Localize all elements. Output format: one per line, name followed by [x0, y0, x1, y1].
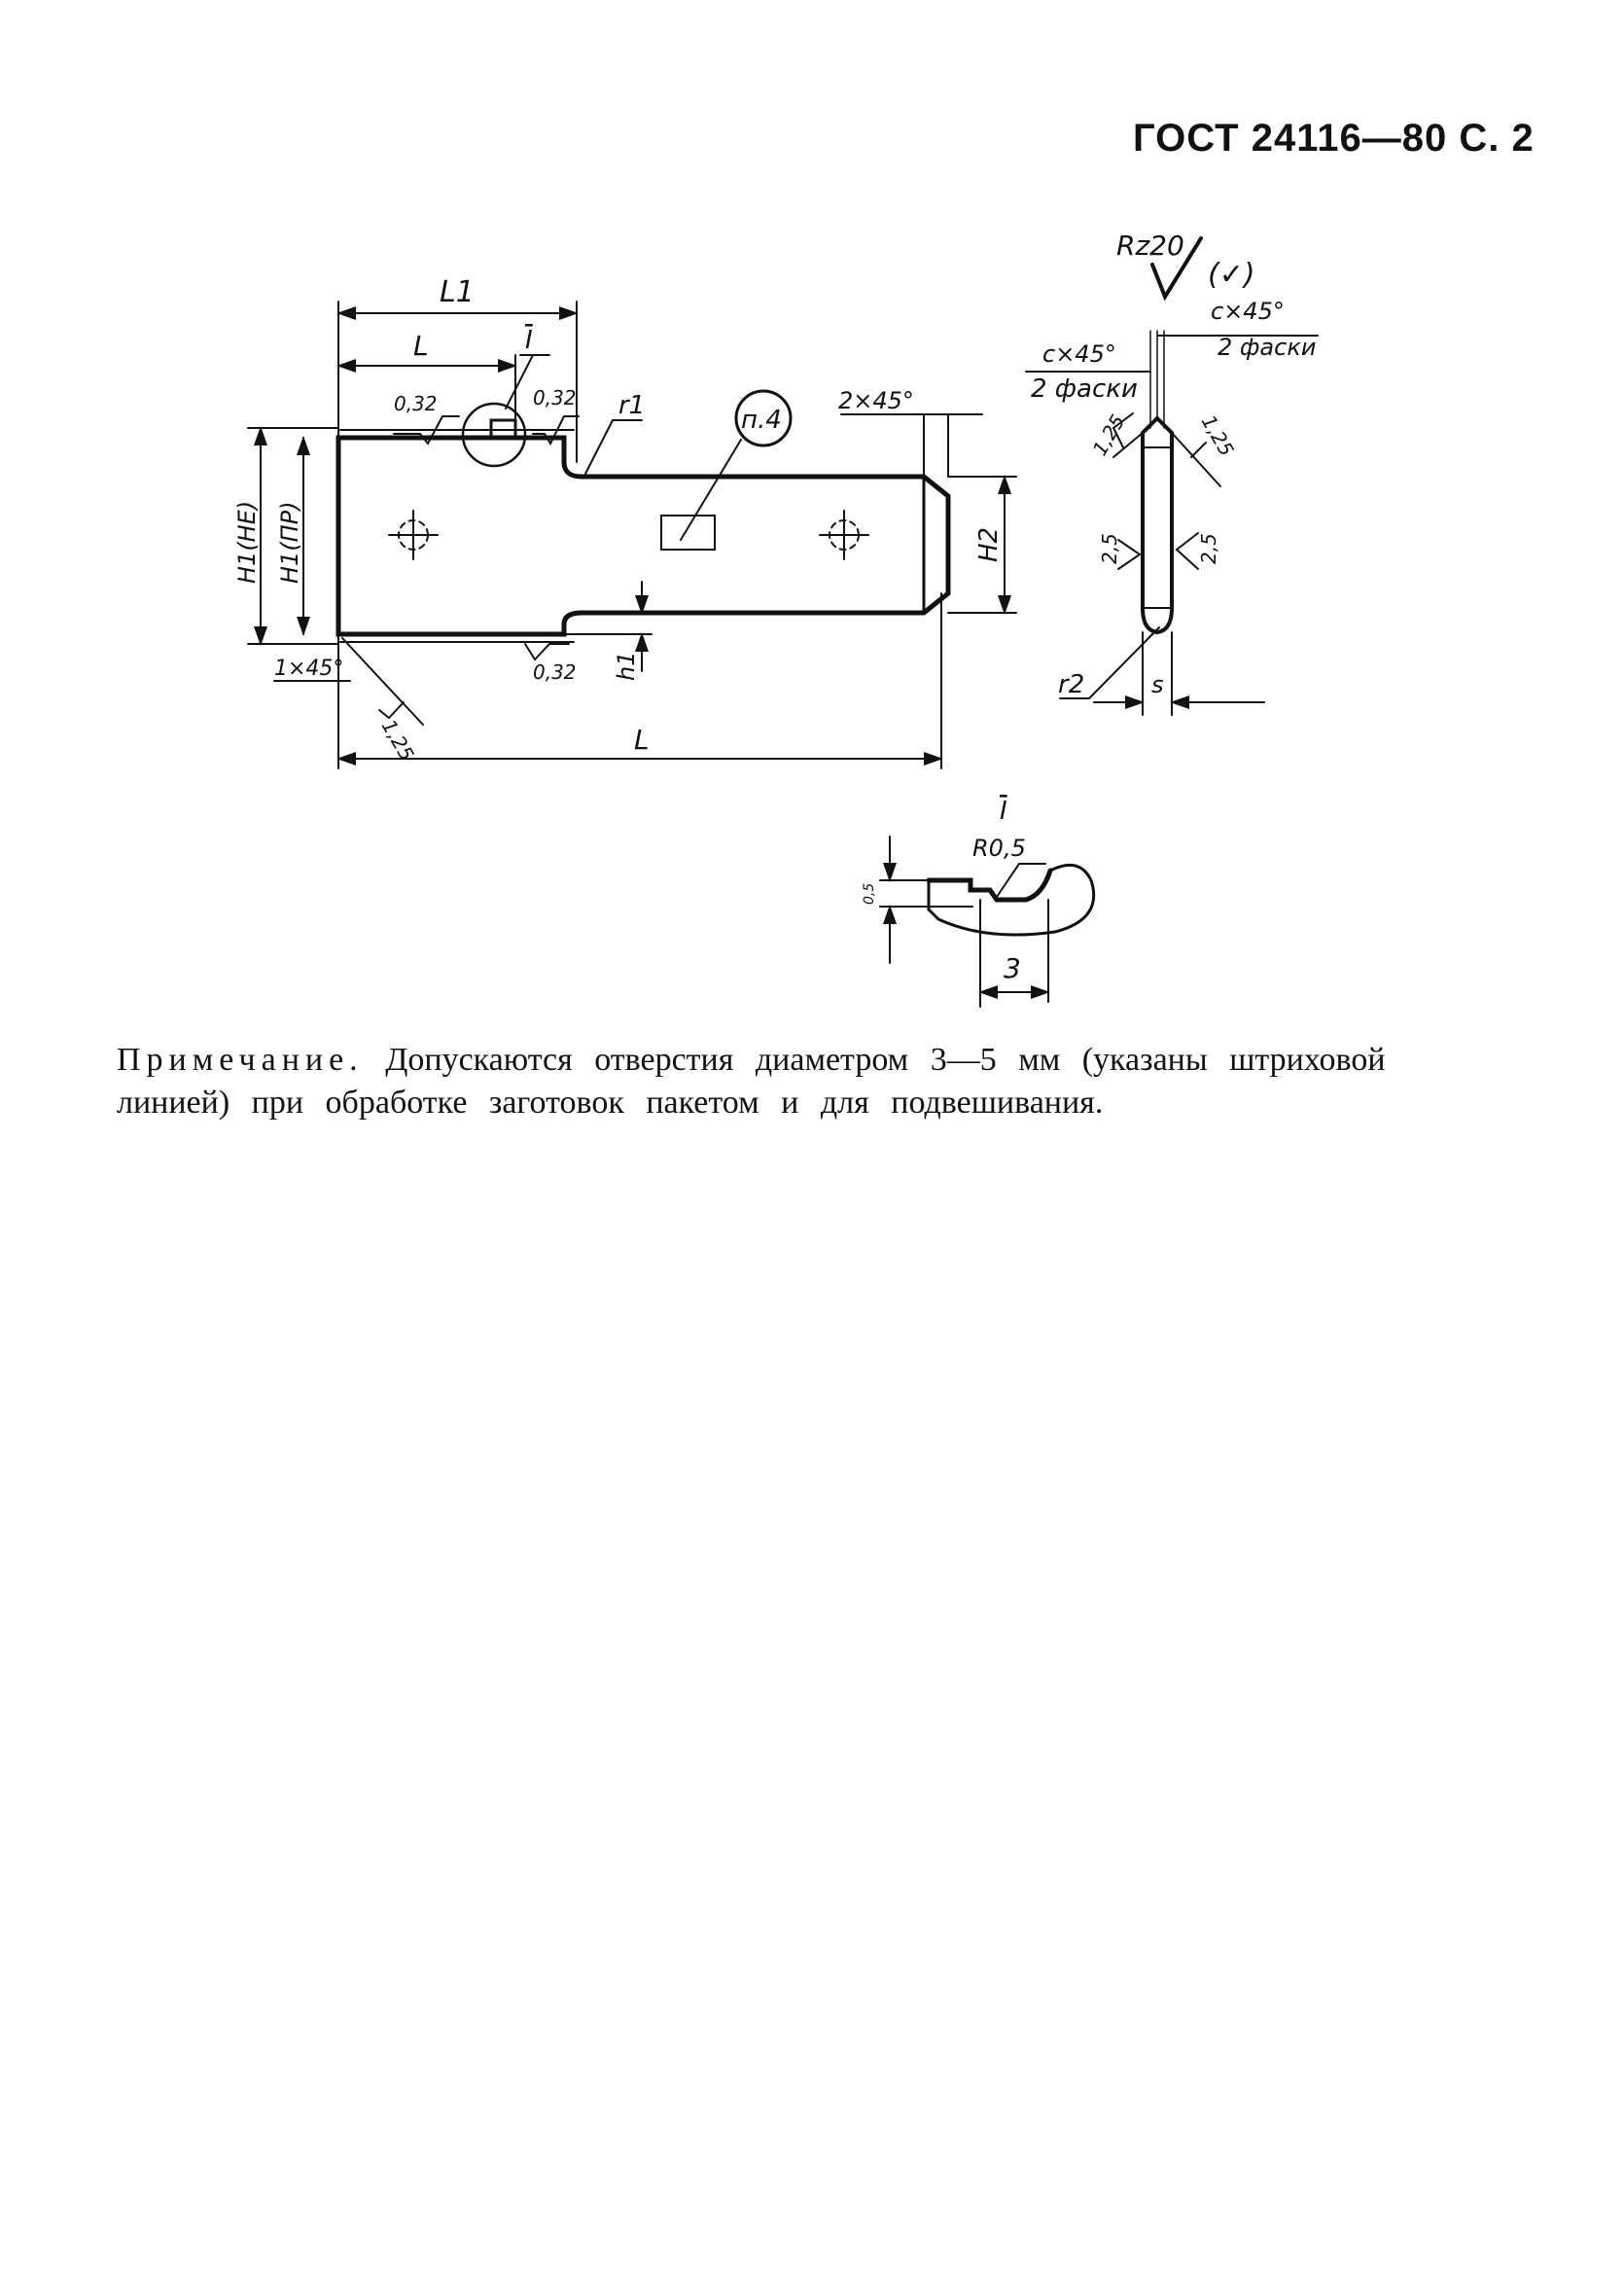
part-outline: [335, 435, 951, 637]
label-chamfer-2x45: 2×45°: [838, 387, 914, 414]
label-H1-PR: H1(ПР): [276, 501, 303, 584]
label-cx45-right: c×45°: [1211, 298, 1285, 325]
label-h1: h1: [613, 652, 640, 681]
rz20-check-icon: [1150, 236, 1203, 302]
label-r2: r2: [1058, 670, 1084, 699]
label-roughness-25-right: 2,5: [1197, 533, 1220, 564]
detail-circle-I: [461, 402, 527, 468]
detail-I-labels: I R0,5 0,5 3: [862, 797, 1026, 984]
label-two-chamfers-right: 2 фаски: [1218, 334, 1316, 361]
roughness-mark-main: [341, 637, 424, 726]
label-roughness-125-main: 1,25: [377, 716, 419, 766]
label-detail-3: 3: [1004, 952, 1021, 984]
note-text: Допускаются отверстия диаметром 3—5 мм (…: [117, 1042, 1386, 1121]
label-check-paren: (✓): [1208, 258, 1255, 292]
label-r1: r1: [618, 391, 645, 420]
detail-notch: [489, 418, 517, 440]
side-roughness-mark-tl: [1112, 412, 1144, 458]
label-L-top: L: [413, 330, 429, 362]
detail-outline-arc: [927, 863, 1096, 937]
technical-drawing: L1 L I 0,32 0,32 r1 п.4 2×45° H1(НЕ) H1(…: [233, 230, 1319, 1008]
detail-I-view: [879, 836, 1096, 1008]
side-view: [1025, 236, 1319, 716]
side-roughness-mark-mr: [1175, 532, 1199, 570]
label-I-callout: I: [525, 326, 533, 355]
label-L-bottom: L: [634, 724, 650, 756]
side-roughness-mark-ml: [1117, 539, 1142, 570]
label-two-chamfers-left: 2 фаски: [1031, 374, 1138, 404]
label-s: s: [1151, 671, 1164, 698]
label-detail-R: R0,5: [972, 835, 1026, 862]
label-cx45-left: c×45°: [1042, 340, 1116, 368]
marking-area: [660, 515, 716, 551]
label-rz20: Rz20: [1116, 230, 1184, 262]
hole-left: [388, 510, 439, 560]
side-profile: [1141, 415, 1174, 635]
label-H1-HE: H1(НЕ): [233, 501, 261, 584]
side-roughness-mark-tr: [1171, 432, 1221, 487]
main-view-labels: L1 L I 0,32 0,32 r1 п.4 2×45° H1(НЕ) H1(…: [233, 275, 1004, 765]
roughness-mark-bottom: [524, 643, 570, 661]
label-detail-I: I: [1000, 797, 1007, 826]
p4-circle: [734, 389, 793, 447]
roughness-mark-top-left: [393, 415, 460, 446]
detail-profile: [926, 868, 1053, 903]
main-part-view: [247, 301, 1017, 769]
label-roughness-125-left: 1,25: [1088, 410, 1130, 460]
label-detail-depth: 0,5: [862, 883, 877, 905]
page-header: ГОСТ 24116—80 С. 2: [1133, 117, 1535, 160]
label-H2: H2: [974, 527, 1004, 562]
note-heading: Примечание.: [117, 1042, 364, 1078]
note-paragraph: Примечание. Допускаются отверстия диамет…: [117, 1039, 1468, 1124]
label-roughness-032-left: 0,32: [394, 392, 438, 415]
roughness-mark-top-right: [532, 415, 580, 446]
label-roughness-032-right: 0,32: [533, 386, 577, 410]
label-L1: L1: [440, 275, 475, 309]
label-chamfer-1x45: 1×45°: [274, 657, 343, 681]
label-roughness-032-bottom: 0,32: [533, 660, 577, 684]
hole-right: [819, 510, 869, 560]
label-roughness-25-left: 2,5: [1098, 533, 1121, 564]
label-p4: п.4: [741, 406, 782, 435]
label-roughness-125-right: 1,25: [1197, 411, 1239, 461]
p4-leader: [680, 439, 742, 541]
